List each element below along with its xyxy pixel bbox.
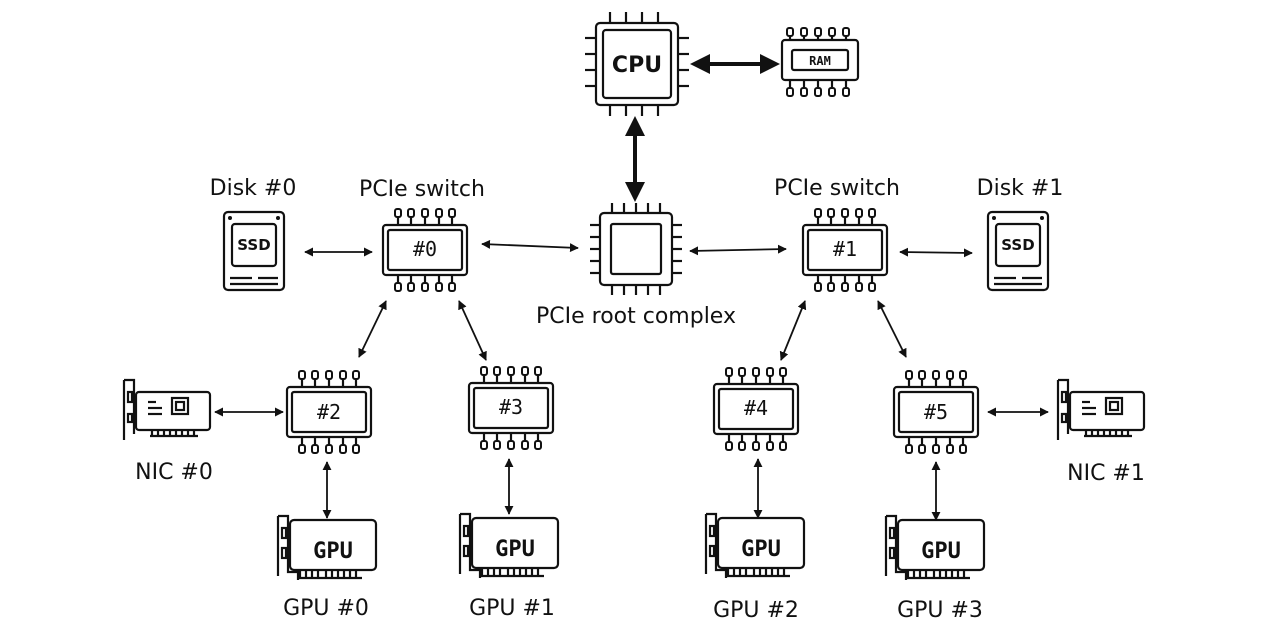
- gpu-3-icon-text: GPU: [921, 539, 961, 564]
- cpu-chip: CPU: [585, 12, 689, 116]
- switch-5-id: #5: [924, 400, 948, 424]
- connection-arrows: [214, 54, 1049, 521]
- switch1-disk1-arrow: [899, 247, 973, 258]
- switch0-root-arrow: [481, 239, 579, 253]
- switch0-switch2-arrow: [358, 300, 387, 358]
- pcie-switch-4: #4: [712, 366, 800, 452]
- gpu-2-label: GPU #2: [713, 598, 799, 623]
- gpu-0-card-icon: GPU: [276, 514, 378, 582]
- disk-1-icon-text: SSD: [1001, 236, 1034, 254]
- nic-1-label: NIC #1: [1067, 461, 1145, 486]
- switch-2-id: #2: [317, 400, 341, 424]
- gpu-0-label: GPU #0: [283, 596, 369, 621]
- gpu-3-label: GPU #3: [897, 598, 983, 623]
- switch-1-id: #1: [833, 237, 857, 261]
- gpu-2-icon-text: GPU: [741, 537, 781, 562]
- gpu-0-icon-text: GPU: [313, 539, 353, 564]
- pcie-switch-5: #5: [892, 369, 980, 455]
- switch0-switch3-arrow: [458, 300, 487, 361]
- cpu-label: CPU: [612, 53, 662, 78]
- switch-4-id: #4: [744, 396, 768, 420]
- disk-0-label: Disk #0: [210, 176, 297, 201]
- switch-1-heading: PCIe switch: [774, 176, 900, 201]
- switch-3-id: #3: [499, 395, 523, 419]
- pcie-root-complex-chip: [590, 203, 682, 295]
- ram-label: RAM: [809, 54, 831, 68]
- nic-0-card-icon: [122, 378, 212, 442]
- gpu-2-card-icon: GPU: [704, 512, 806, 580]
- disk-1-label: Disk #1: [977, 176, 1064, 201]
- pcie-switch-2: #2: [285, 369, 373, 455]
- nic-0-label: NIC #0: [135, 460, 213, 485]
- gpu-3-card-icon: GPU: [884, 514, 986, 582]
- ram-module: RAM: [780, 27, 860, 97]
- root-complex-label: PCIe root complex: [536, 304, 736, 329]
- pcie-switch-3: #3: [467, 365, 555, 451]
- nic-1-card-icon: [1056, 378, 1146, 442]
- gpu-1-card-icon: GPU: [458, 512, 560, 580]
- root-switch1-arrow: [689, 244, 787, 256]
- disk-0-ssd-icon: SSD: [222, 210, 286, 292]
- pcie-switch-1: #1: [801, 207, 889, 293]
- switch-0-id: #0: [413, 237, 437, 261]
- gpu-1-label: GPU #1: [469, 596, 555, 621]
- pcie-switch-0: #0: [381, 207, 469, 293]
- gpu-1-icon-text: GPU: [495, 537, 535, 562]
- disk-1-ssd-icon: SSD: [986, 210, 1050, 292]
- disk-0-icon-text: SSD: [237, 236, 270, 254]
- switch-0-heading: PCIe switch: [359, 177, 485, 202]
- switch1-switch5-arrow: [877, 300, 907, 358]
- switch1-switch4-arrow: [779, 300, 807, 361]
